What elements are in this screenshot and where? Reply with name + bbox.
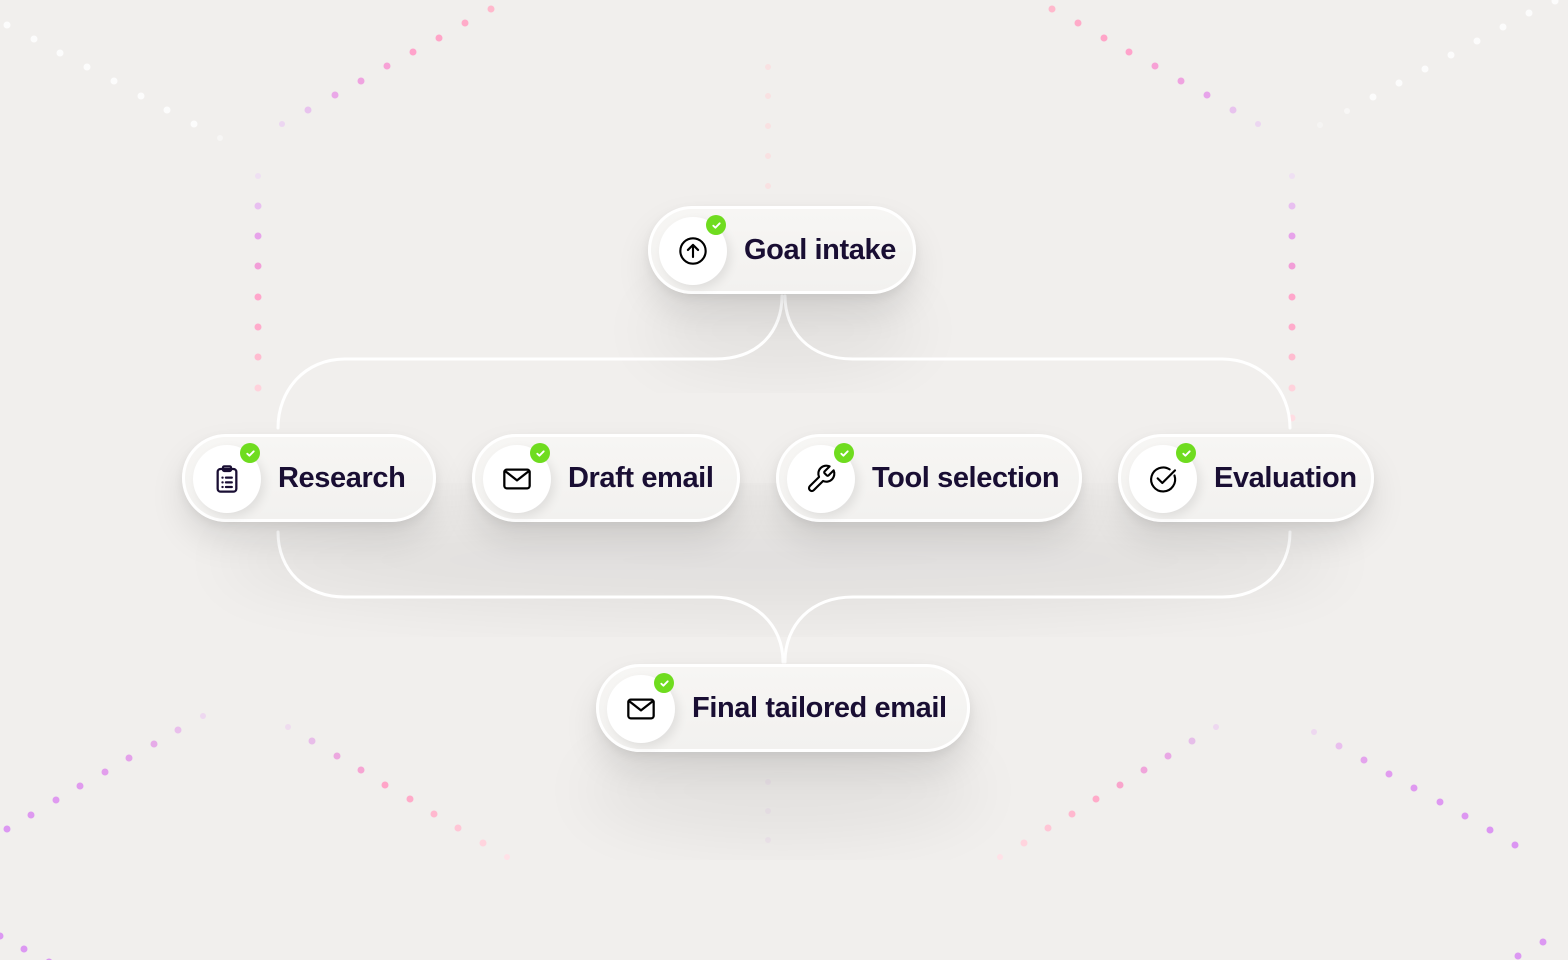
check-icon	[1181, 449, 1191, 457]
status-complete-badge	[706, 215, 726, 235]
check-icon	[711, 221, 721, 229]
node-tool-selection[interactable]: Tool selection	[776, 434, 1082, 522]
status-complete-badge	[530, 443, 550, 463]
circle-check-icon	[1150, 466, 1177, 493]
node-label: Evaluation	[1214, 462, 1357, 494]
node-label: Research	[278, 462, 406, 494]
envelope-icon	[627, 698, 655, 720]
node-final-tailored-email[interactable]: Final tailored email	[596, 664, 970, 752]
status-complete-badge	[240, 443, 260, 463]
check-icon	[839, 449, 849, 457]
status-complete-badge	[654, 673, 674, 693]
node-goal-intake[interactable]: Goal intake	[648, 206, 916, 294]
arrow-up-circle-icon	[679, 237, 707, 265]
node-label: Goal intake	[744, 234, 896, 266]
node-draft-email[interactable]: Draft email	[472, 434, 740, 522]
edge-evaluation-to-final	[783, 530, 1292, 664]
edge-goal-to-research	[276, 294, 784, 430]
status-complete-badge	[1176, 443, 1196, 463]
check-icon	[535, 449, 545, 457]
node-evaluation[interactable]: Evaluation	[1118, 434, 1374, 522]
envelope-icon	[503, 468, 531, 490]
edge-goal-to-evaluation	[783, 294, 1292, 430]
node-label: Draft email	[568, 462, 714, 494]
check-icon	[245, 449, 255, 457]
node-label: Final tailored email	[692, 692, 947, 724]
check-icon	[659, 679, 669, 687]
node-label: Tool selection	[872, 462, 1060, 494]
status-complete-badge	[834, 443, 854, 463]
edge-research-to-final	[276, 530, 785, 664]
clipboard-list-icon	[216, 465, 238, 493]
wrench-icon	[807, 464, 836, 493]
node-research[interactable]: Research	[182, 434, 436, 522]
